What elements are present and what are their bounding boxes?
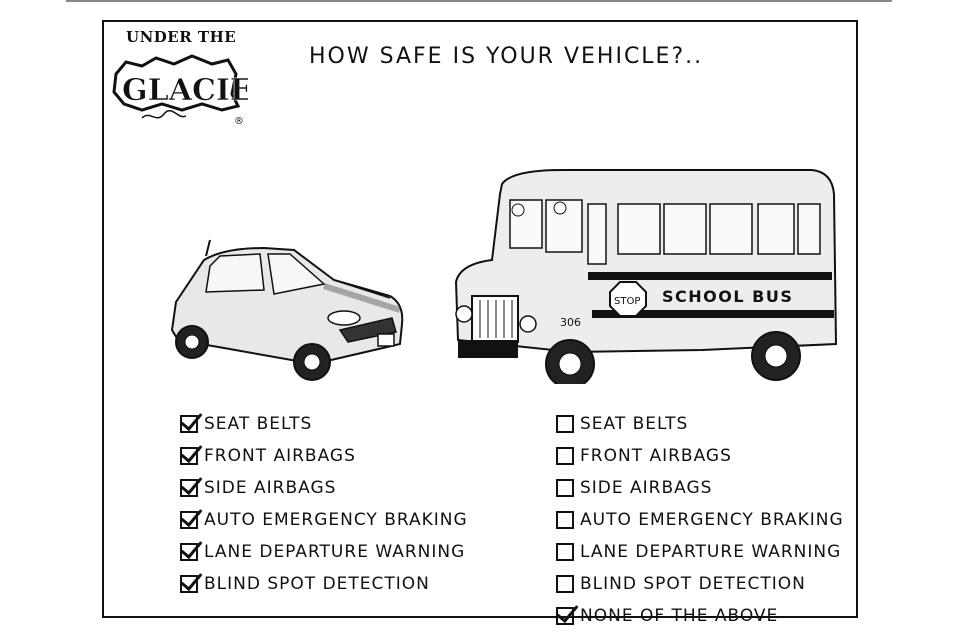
bus-sign: SCHOOL BUS (662, 287, 793, 306)
checked-box-icon (180, 543, 198, 561)
series-logo: UNDER THE GLACIER ® (112, 26, 248, 136)
empty-box-icon (556, 447, 574, 465)
bus-grille-icon (471, 295, 519, 343)
trademark-symbol: ® (234, 116, 244, 127)
bus-number: 306 (560, 316, 581, 329)
checklist-item: BLIND SPOT DETECTION (180, 568, 468, 600)
empty-box-icon (556, 415, 574, 433)
hatchback-car-icon (170, 239, 404, 381)
top-rule (66, 0, 892, 2)
checklist-item-label: SEAT BELTS (204, 414, 313, 434)
empty-box-icon (556, 511, 574, 529)
checked-box-icon (180, 447, 198, 465)
checklist-item: BLIND SPOT DETECTION (556, 568, 844, 600)
checklist-item-label: BLIND SPOT DETECTION (580, 574, 806, 594)
checklist-item-label: LANE DEPARTURE WARNING (580, 542, 842, 562)
artist-signature-icon (141, 109, 187, 119)
checked-box-icon (180, 511, 198, 529)
checklist-item-label: SEAT BELTS (580, 414, 689, 434)
checklist-item: SEAT BELTS (180, 408, 468, 440)
checklist-item-label: NONE OF THE ABOVE (580, 606, 779, 626)
checklist-item: AUTO EMERGENCY BRAKING (556, 504, 844, 536)
checklist-item-label: AUTO EMERGENCY BRAKING (580, 510, 844, 530)
checked-box-icon (556, 607, 574, 625)
checklist-item: LANE DEPARTURE WARNING (556, 536, 844, 568)
checklist-item: LANE DEPARTURE WARNING (180, 536, 468, 568)
empty-box-icon (556, 575, 574, 593)
checklist-item: FRONT AIRBAGS (556, 440, 844, 472)
checklist-item-label: SIDE AIRBAGS (580, 478, 713, 498)
stop-sign-icon (609, 281, 647, 317)
stop-sign-label: STOP (614, 296, 640, 307)
checked-box-icon (180, 479, 198, 497)
checklist-item-label: AUTO EMERGENCY BRAKING (204, 510, 468, 530)
series-logo-main-text: GLACIER (122, 73, 248, 108)
checked-box-icon (180, 415, 198, 433)
checklist-item-label: FRONT AIRBAGS (204, 446, 356, 466)
checklist-item: AUTO EMERGENCY BRAKING (180, 504, 468, 536)
checklist-item: SIDE AIRBAGS (556, 472, 844, 504)
checklist-item-label: LANE DEPARTURE WARNING (204, 542, 466, 562)
empty-box-icon (556, 479, 574, 497)
checklist-item: NONE OF THE ABOVE (556, 600, 844, 632)
series-logo-top-text: UNDER THE (126, 28, 237, 46)
checklist-item: FRONT AIRBAGS (180, 440, 468, 472)
bus-safety-checklist: SEAT BELTS FRONT AIRBAGS SIDE AIRBAGS AUTO … (556, 408, 844, 632)
glacier-logo-icon: GLACIER ® (112, 54, 248, 127)
school-bus-icon: SCHOOL BUS STOP 306 (454, 169, 838, 384)
cartoon-title: HOW SAFE IS YOUR VEHICLE?.. (309, 44, 704, 69)
checklist-item-label: BLIND SPOT DETECTION (204, 574, 430, 594)
checklist-item-label: FRONT AIRBAGS (580, 446, 732, 466)
checklist-item: SIDE AIRBAGS (180, 472, 468, 504)
checked-box-icon (180, 575, 198, 593)
checklist-item: SEAT BELTS (556, 408, 844, 440)
car-safety-checklist: SEAT BELTS FRONT AIRBAGS SIDE AIRBAGS AUTO … (180, 408, 468, 600)
cartoon-panel: UNDER THE GLACIER ® HOW SAFE IS YOUR VEH… (102, 20, 858, 626)
checklist-item-label: SIDE AIRBAGS (204, 478, 337, 498)
empty-box-icon (556, 543, 574, 561)
